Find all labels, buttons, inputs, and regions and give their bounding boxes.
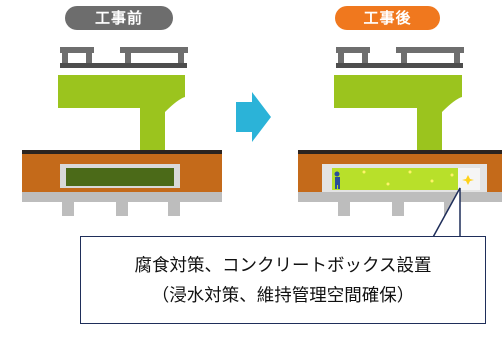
callout-pointer [431,187,461,240]
before-green-fill [66,168,174,186]
before-construction-badge: 工事前 [65,6,173,30]
before-diagram [22,47,222,216]
after-base-leg-mid [392,202,404,216]
after-construction-badge: 工事後 [335,6,440,30]
before-pier [58,75,185,158]
before-bridge-girder [60,47,188,68]
callout-text-line1: 腐食対策、コンクリートボックス設置 [134,256,432,276]
after-bridge-girder [336,47,464,68]
callout-box: 腐食対策、コンクリートボックス設置 （浸水対策、維持管理空間確保） [80,236,486,324]
after-pier [334,75,462,158]
worker-icon [334,171,340,189]
before-base-leg-left [62,202,74,216]
sparkle-icons [362,170,474,186]
before-base-slab [22,192,222,202]
before-road [22,150,222,154]
right-arrow-icon [236,92,271,142]
after-box-interior [332,168,480,190]
after-base-leg-left [338,202,350,216]
after-road [298,150,502,154]
before-base-leg-right [168,202,180,216]
after-base-slab [298,192,502,202]
after-diagram [298,47,502,216]
callout-text-line2: （浸水対策、維持管理空間確保） [151,286,415,306]
before-base-leg-mid [116,202,128,216]
